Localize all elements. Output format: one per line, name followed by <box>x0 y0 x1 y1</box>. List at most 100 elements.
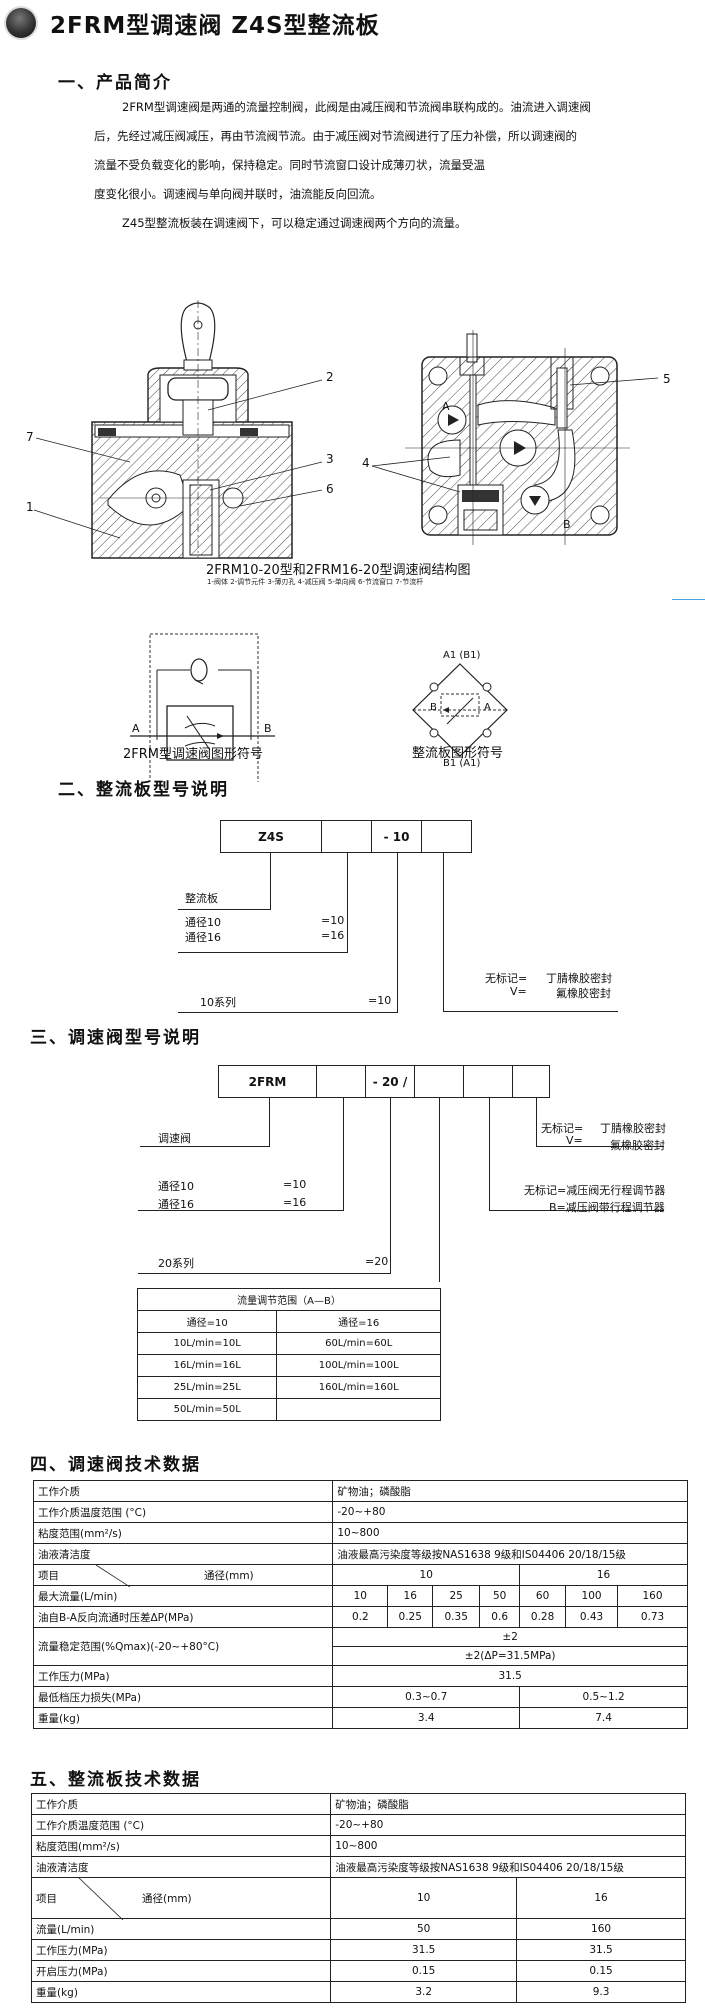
plate-symbol-right-label: A <box>484 702 491 713</box>
table-cell: 100L/min=100L <box>276 1354 441 1377</box>
diagonal-header-cell: 项目 通径(mm) <box>30 1877 332 1920</box>
table-row: 油液清洁度油液最高污染度等级按NAS1638 9级和IS04406 20/18/… <box>32 1543 688 1565</box>
code-cell: - 20 / <box>366 1066 415 1097</box>
size-value: =16 <box>283 1196 307 1209</box>
table-row: 重量(kg) 3.4 7.4 <box>32 1707 688 1729</box>
series-label: 20系列 <box>158 1257 194 1270</box>
valve-spec-table: 工作介质矿物油；磷酸脂 工作介质温度范围 (°C)-20~+80 粘度范围(mm… <box>32 1480 688 1729</box>
table-cell <box>276 1398 441 1421</box>
figure-caption: 2FRM10-20型和2FRM16-20型调速阀结构图 <box>206 563 471 578</box>
bore-label: 通径(mm) <box>204 1570 254 1582</box>
figure-legend: 1-阀体 2-调节元件 3-薄刃孔 4-减压阀 5-单向阀 6-节流窗口 7-节… <box>207 578 424 586</box>
table-row: 最低档压力损失(MPa) 0.3~0.7 0.5~1.2 <box>32 1686 688 1708</box>
code-cell: - 10 <box>372 821 422 852</box>
seal-value: 氟橡胶密封 <box>556 987 611 1000</box>
callout-label: 7 <box>26 430 34 444</box>
spec-label: 粘度范围(mm²/s) <box>30 1835 332 1857</box>
intro-paragraph-line: Z45型整流板装在调速阀下，可以稳定通过调速阀两个方向的流量。 <box>122 216 467 230</box>
sphere-bullet-icon <box>6 8 36 38</box>
spec-value: 3.2 <box>330 1981 518 2003</box>
series-value: =10 <box>368 994 392 1007</box>
spec-value: 9.3 <box>516 1981 686 2003</box>
spec-label: 工作介质温度范围 (°C) <box>32 1501 334 1523</box>
bore-value: 10 <box>332 1564 521 1586</box>
spec-value: 50 <box>479 1585 521 1607</box>
flow-table-header: 通径=10 <box>136 1310 278 1333</box>
spec-label: 最低档压力损失(MPa) <box>32 1686 334 1708</box>
size-value: =16 <box>321 929 345 942</box>
spec-value: 3.4 <box>332 1707 521 1729</box>
seal-key: V= <box>566 1134 583 1147</box>
spec-value: 16 <box>387 1585 434 1607</box>
spec-label: 流量稳定范围(%Qmax)(-20~+80°C) <box>32 1627 334 1666</box>
flow-table-header: 通径=16 <box>276 1310 441 1333</box>
table-row: 项目 通径(mm) 10 16 <box>30 1877 686 1920</box>
seal-value: 丁腈橡胶密封 <box>600 1122 666 1135</box>
seal-key: 无标记= <box>485 972 528 985</box>
spec-label: 工作介质 <box>30 1793 332 1815</box>
callout-label: 3 <box>326 452 334 466</box>
flow-table-title: 流量调节范围（A—B） <box>137 1288 441 1311</box>
code-cell <box>322 821 372 852</box>
table-cell: 160L/min=160L <box>276 1376 441 1399</box>
rectifier-plate-section-drawing <box>371 330 659 545</box>
spec-label: 开启压力(MPa) <box>30 1960 332 1982</box>
section-heading-valve-model: 三、调速阀型号说明 <box>30 1028 201 1048</box>
seal-value: 丁腈橡胶密封 <box>546 972 612 985</box>
item-label: 项目 <box>36 1892 57 1905</box>
size-value: =10 <box>321 914 345 927</box>
spec-value: 油液最高污染度等级按NAS1638 9级和IS04406 20/18/15级 <box>330 1856 686 1878</box>
decorative-divider <box>672 599 705 600</box>
size-value: =10 <box>283 1178 307 1191</box>
spec-value: 矿物油；磷酸脂 <box>332 1480 688 1502</box>
plate-type-label: 整流板 <box>185 892 218 905</box>
spec-value: ±2 <box>332 1627 688 1647</box>
series-label: 10系列 <box>200 996 236 1009</box>
spec-value: 0.3~0.7 <box>332 1686 521 1708</box>
table-cell: 25L/min=25L <box>136 1376 278 1399</box>
spec-value: 31.5 <box>332 1665 688 1687</box>
code-cell <box>317 1066 366 1097</box>
spec-value: 0.43 <box>565 1606 619 1628</box>
intro-paragraph-line: 2FRM型调速阀是两通的流量控制阀，此阀是由减压阀和节流阀串联构成的。油流进入调… <box>122 100 591 114</box>
spec-value: 160 <box>516 1918 686 1940</box>
seal-value: 氟橡胶密封 <box>610 1139 665 1152</box>
speed-valve-symbol <box>130 633 275 782</box>
table-row: 油液清洁度油液最高污染度等级按NAS1638 9级和IS04406 20/18/… <box>30 1856 686 1878</box>
spec-value: 0.73 <box>617 1606 688 1628</box>
table-row: 项目 通径(mm) 10 16 <box>32 1564 688 1587</box>
table-cell: 60L/min=60L <box>276 1332 441 1355</box>
plate-model-code-box: Z4S - 10 <box>220 820 472 853</box>
seal-key: 无标记= <box>541 1122 584 1135</box>
spec-value: ±2(ΔP=31.5MPa) <box>332 1646 688 1666</box>
table-cell: 10L/min=10L <box>136 1332 278 1355</box>
spec-value: 7.4 <box>519 1707 688 1729</box>
plate-spec-table: 工作介质矿物油；磷酸脂 工作介质温度范围 (°C)-20~+80 粘度范围(mm… <box>30 1793 686 2003</box>
spec-value: 100 <box>565 1585 619 1607</box>
plate-symbol-left-label: B <box>430 702 437 713</box>
table-cell: 16L/min=16L <box>136 1354 278 1377</box>
spec-value: 160 <box>617 1585 688 1607</box>
code-cell <box>513 1066 551 1097</box>
spec-label: 工作压力(MPa) <box>32 1665 334 1687</box>
spec-value: 50 <box>330 1918 518 1940</box>
valve-symbol-caption: 2FRM型调速阀图形符号 <box>123 747 263 762</box>
bore-value: 16 <box>519 1564 688 1586</box>
callout-label: 4 <box>362 456 370 470</box>
code-cell <box>464 1066 513 1097</box>
port-label-a: A <box>442 400 450 413</box>
intro-paragraph-line: 流量不受负载变化的影响，保持稳定。同时节流窗口设计成薄刃状，流量受温 <box>94 158 485 172</box>
table-row: 粘度范围(mm²/s)10~800 <box>32 1522 688 1544</box>
table-row: 流量稳定范围(%Qmax)(-20~+80°C) ±2 <box>32 1627 688 1666</box>
port-label-b: B <box>563 518 571 531</box>
size-label: 通径10 <box>158 1180 194 1193</box>
code-cell: 2FRM <box>219 1066 317 1097</box>
plate-symbol-bottom-label: B1 (A1) <box>443 758 481 769</box>
intro-paragraph-line: 度变化很小。调速阀与单向阀并联时，油流能反向回流。 <box>94 187 382 201</box>
